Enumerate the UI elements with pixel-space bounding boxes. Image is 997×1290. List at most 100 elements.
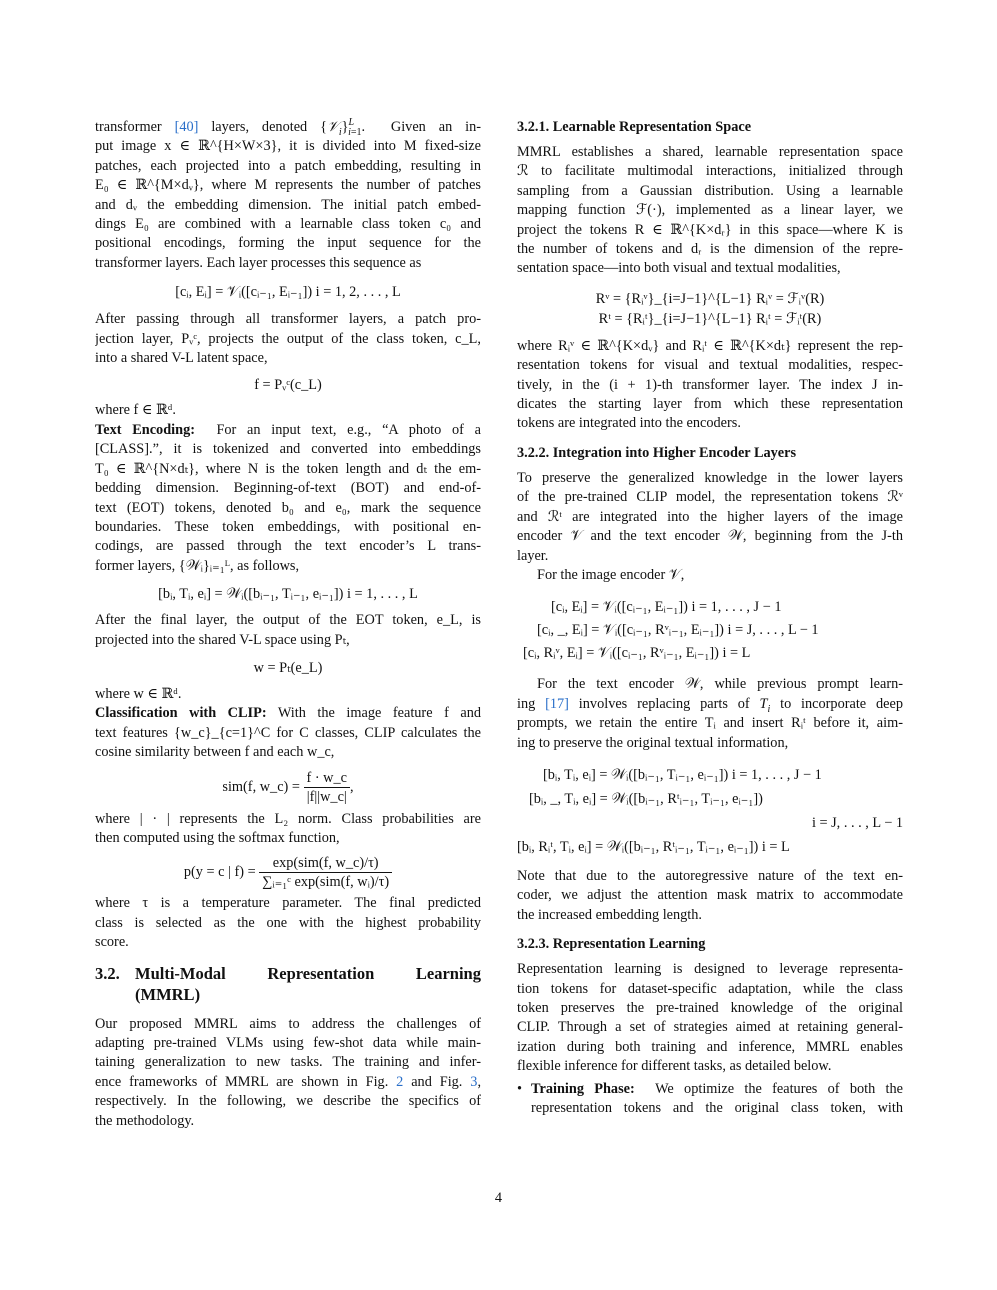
text-line: ℛ to facilitate multimodal interactions,…: [517, 163, 903, 180]
text-line: codings, are passed through the text enc…: [95, 538, 481, 555]
equation-line: [cᵢ, _, Eᵢ] = 𝒱ᵢ([cᵢ₋₁, Rᵛᵢ₋₁, Eᵢ₋₁]) i …: [537, 622, 819, 639]
text-line: ization during both training and inferen…: [517, 1038, 903, 1055]
bullet-training-phase: • Training Phase: We optimize the featur…: [517, 1080, 903, 1119]
text-line: transformer layers. Each layer processes…: [95, 254, 422, 271]
text-line: adapting pre-trained VLMs using few-shot…: [95, 1035, 481, 1051]
text-line: transformer [40] layers, denoted {𝒱i}Li=…: [95, 118, 481, 138]
text-line: former layers, {𝒲ᵢ}ᵢ₌₁ᴸ, as follows,: [95, 557, 300, 574]
text-line: positional encodings, forming the input …: [95, 235, 481, 252]
text-line: the increased embedding length.: [517, 906, 703, 923]
text-line: After the final layer, the output of the…: [95, 612, 481, 629]
text-line: Note that due to the autoregressive natu…: [517, 867, 903, 884]
equation-line: [bᵢ, Rᵢᵗ, Tᵢ, eᵢ] = 𝒲ᵢ([bᵢ₋₁, Rᵗᵢ₋₁, Tᵢ₋…: [517, 838, 790, 855]
text-line: put image x ∈ ℝ^{H×W×3}, it is divided i…: [95, 138, 481, 155]
text-line: encoder 𝒱 and the text encoder 𝒲, beginn…: [517, 528, 903, 545]
figure-link-3[interactable]: 3: [470, 1073, 478, 1090]
section-number: 3.2.: [95, 963, 120, 983]
paragraph-where-f: where f ∈ ℝᵈ.: [95, 401, 481, 420]
bullet-label: Training Phase:: [531, 1080, 635, 1097]
paragraph-where-w: where w ∈ ℝᵈ.: [95, 685, 481, 704]
text-line: For an input text, e.g., “A photo of a: [216, 421, 481, 438]
text-line: where w ∈ ℝᵈ.: [95, 685, 182, 702]
text-line: tion tokens for dataset-specific adaptat…: [517, 980, 903, 997]
equation-group-text-encoder: [bᵢ, Tᵢ, eᵢ] = 𝒲ᵢ([bᵢ₋₁, Tᵢ₋₁, eᵢ₋₁]) i …: [517, 765, 903, 857]
page-number: 4: [494, 1190, 503, 1206]
equation-image-feature: f = Pᵥᶜ(c_L): [254, 377, 322, 394]
paragraph-integration: To preserve the generalized knowledge in…: [517, 469, 903, 585]
text-line: text (EOT) tokens, denoted b₀ and e₀, ma…: [95, 499, 481, 516]
paragraph-text-encoding: Text Encoding: For an input text, e.g., …: [95, 421, 481, 576]
citation-link-40[interactable]: [40]: [174, 119, 199, 135]
text-line: where f ∈ ℝᵈ.: [95, 402, 176, 419]
classification-heading: Classification with CLIP:: [95, 705, 267, 722]
text-line: sentation space—into both visual and tex…: [517, 260, 841, 277]
text-line: patches, each projected into a patch emb…: [95, 157, 481, 174]
equation-line: [cᵢ, Eᵢ] = 𝒱ᵢ([cᵢ₋₁, Eᵢ₋₁]) i = 1, . . .…: [551, 599, 782, 616]
text-line: bedding dimension. Beginning-of-text (BO…: [95, 480, 481, 497]
text-line: dicates the starting layer from which th…: [517, 396, 903, 413]
text-line: the number of tokens and dᵣ is the dimen…: [517, 241, 903, 258]
subsection-heading-3-2-2: 3.2.2. Integration into Higher Encoder L…: [517, 444, 797, 461]
equation-line: i = J, . . . , L − 1: [811, 814, 903, 831]
text-line: dings E₀ are combined with a learnable c…: [95, 216, 481, 233]
text-line: CLIP. Through a set of strategies aimed …: [517, 1019, 903, 1036]
paragraph-temperature: where τ is a temperature parameter. The …: [95, 894, 481, 952]
text-line: where τ is a temperature parameter. The …: [95, 895, 481, 912]
citation-link-17[interactable]: [17]: [545, 695, 569, 712]
equation-text-layer: [bᵢ, Tᵢ, eᵢ] = 𝒲ᵢ([bᵢ₋₁, Tᵢ₋₁, eᵢ₋₁]) i …: [158, 586, 418, 603]
equation-vision-layer: [cᵢ, Eᵢ] = 𝒱ᵢ([cᵢ₋₁, Eᵢ₋₁]) i = 1, 2, . …: [175, 284, 401, 301]
text-line: With the image feature f and: [277, 705, 481, 722]
text-line: projected into the shared V-L space usin…: [95, 631, 350, 648]
text-line: flexible inference for different tasks, …: [517, 1058, 832, 1075]
subsection-heading-3-2-3: 3.2.3. Representation Learning: [517, 936, 706, 953]
equation-line: [bᵢ, Tᵢ, eᵢ] = 𝒲ᵢ([bᵢ₋₁, Tᵢ₋₁, eᵢ₋₁]) i …: [543, 766, 822, 783]
right-column: 3.2.1. Learnable Representation Space MM…: [517, 118, 903, 1118]
text-line: We optimize the features of both the: [655, 1080, 903, 1097]
equation-text-tokens: Rᵗ = {Rᵢᵗ}_{i=J−1}^{L−1} Rᵢᵗ = ℱᵢᵗ(R): [598, 310, 822, 327]
section-title-line: Multi-Modal Representation Learning: [135, 963, 481, 983]
subsection-heading-3-2-1: 3.2.1. Learnable Representation Space: [517, 119, 752, 135]
paragraph-vision-encoding: transformer [40] layers, denoted {𝒱i}Li=…: [95, 118, 481, 273]
equation-line: [cᵢ, Rᵢᵛ, Eᵢ] = 𝒱ᵢ([cᵢ₋₁, Rᵛᵢ₋₁, Eᵢ₋₁]) …: [523, 645, 751, 662]
text-line: jection layer, Pᵥᶜ, projects the output …: [95, 330, 481, 347]
text-line: E₀ ∈ ℝ^{M×dᵥ}, where M represents the nu…: [95, 177, 481, 194]
text-line: boundaries. These token embeddings, with…: [95, 518, 481, 535]
figure-link-2[interactable]: 2: [396, 1073, 404, 1090]
text-line: where Rᵢᵛ ∈ ℝ^{K×dᵥ} and Rᵢᵗ ∈ ℝ^{K×dₜ} …: [517, 337, 903, 354]
text-line: project the tokens R ∈ ℝ^{K×dᵣ} in this …: [517, 221, 903, 238]
bullet-icon: •: [517, 1080, 523, 1097]
equation-group-mapping: Rᵛ = {Rᵢᵛ}_{i=J−1}^{L−1} Rᵢᵛ = ℱᵢᵛ(R) Rᵗ…: [517, 289, 903, 329]
text-line: the methodology.: [95, 1112, 195, 1129]
paragraph-projection: After passing through all transformer la…: [95, 310, 481, 368]
section-heading-3-2: 3.2. Multi-Modal Representation Learning…: [95, 963, 481, 1005]
text-line: Representation learning is designed to l…: [517, 961, 903, 978]
text-line: Our proposed MMRL aims to address the ch…: [95, 1015, 481, 1032]
paragraph-eot: After the final layer, the output of the…: [95, 611, 481, 650]
text-line: representation tokens and the original c…: [531, 1100, 903, 1116]
equation-softmax: p(y = c | f) = exp(sim(f, w_c)/τ) ∑ᵢ₌₁ᶜ …: [95, 854, 481, 891]
equation-visual-tokens: Rᵛ = {Rᵢᵛ}_{i=J−1}^{L−1} Rᵢᵛ = ℱᵢᵛ(R): [595, 290, 825, 307]
text-line: ing to preserve the original textual inf…: [517, 734, 789, 751]
text-line: prompts, we retain the entire Tᵢ and ins…: [517, 715, 903, 732]
section-title-line: (MMRL): [135, 984, 201, 1004]
paragraph-text-encoder: For the text encoder 𝒲, while previous p…: [517, 675, 903, 753]
text-line: To preserve the generalized knowledge in…: [517, 469, 903, 486]
text-line: T₀ ∈ ℝ^{N×dₜ}, where N is the token leng…: [95, 460, 481, 477]
paragraph-classification: Classification with CLIP: With the image…: [95, 704, 481, 762]
text-line: For the image encoder 𝒱,: [537, 566, 685, 583]
text-line: score.: [95, 934, 129, 951]
text-line: tokens are integrated into the encoders.: [517, 415, 741, 432]
text-line: mapping function ℱ(·), implemented as a …: [517, 202, 903, 219]
fraction: exp(sim(f, w_c)/τ) ∑ᵢ₌₁ᶜ exp(sim(f, wᵢ)/…: [259, 854, 393, 891]
text-line: sampling from a Gaussian distribution. U…: [517, 182, 903, 199]
paragraph-representation-learning: Representation learning is designed to l…: [517, 960, 903, 1076]
text-line: and ℛᵗ are integrated into the higher la…: [517, 508, 903, 525]
left-column: transformer [40] layers, denoted {𝒱i}Li=…: [95, 118, 481, 1131]
fraction: f · w_c |f||w_c|: [303, 769, 351, 806]
text-line: of the pre-trained CLIP model, the repre…: [517, 489, 903, 506]
text-line: After passing through all transformer la…: [95, 311, 481, 328]
text-line: taining generalization to new tasks. The…: [95, 1054, 481, 1071]
text-line: tively, in the (i + 1)-th transformer la…: [517, 376, 903, 393]
text-line: where | · | represents the L₂ norm. Clas…: [95, 810, 481, 827]
text-line: coder, we adjust the attention mask matr…: [517, 887, 903, 904]
